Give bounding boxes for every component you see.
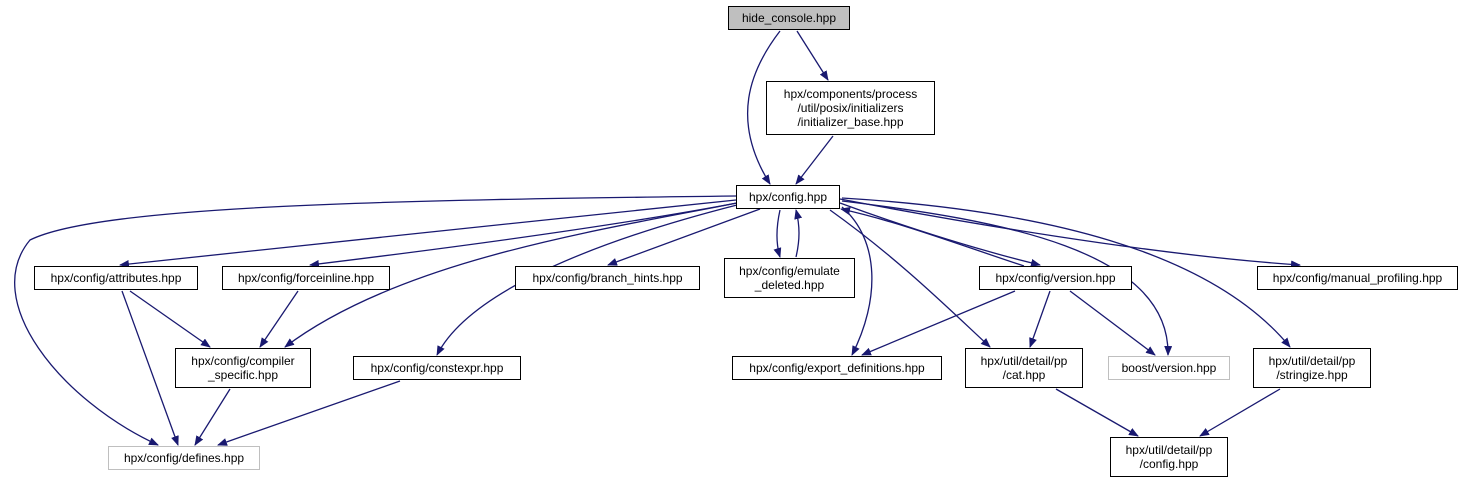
node-version[interactable]: hpx/config/version.hpp	[979, 266, 1132, 290]
edge-config-to-branch_hints	[607, 208, 761, 266]
edge-version-to-cat	[1029, 290, 1051, 348]
node-forceinline[interactable]: hpx/config/forceinline.hpp	[222, 266, 390, 290]
edge-stringize-to-pp_config	[1199, 388, 1281, 437]
node-label-line: hpx/config/branch_hints.hpp	[532, 271, 683, 285]
edge-config-to-manual_profiling	[839, 198, 1301, 269]
node-label-line: hpx/util/detail/pp	[980, 354, 1068, 368]
node-manual-profiling[interactable]: hpx/config/manual_profiling.hpp	[1257, 266, 1458, 290]
node-label-line: hpx/config/emulate	[739, 264, 840, 278]
node-label-line: hpx/config/constexpr.hpp	[370, 361, 504, 375]
node-boost-version[interactable]: boost/version.hpp	[1108, 356, 1230, 380]
node-label-line: /config.hpp	[1139, 457, 1199, 471]
node-label-line: boost/version.hpp	[1121, 361, 1217, 375]
node-export-definitions[interactable]: hpx/config/export_definitions.hpp	[732, 356, 942, 380]
node-label-line: _specific.hpp	[207, 368, 279, 382]
edge-config-to-export_definitions	[841, 206, 873, 356]
edge-config-to-compiler_specific	[284, 202, 738, 348]
node-label-line: /cat.hpp	[1002, 368, 1046, 382]
edge-config-to-boost_version	[841, 200, 1173, 356]
node-label-line: /util/posix/initializers	[797, 101, 904, 115]
node-pp-config[interactable]: hpx/util/detail/pp /config.hpp	[1110, 437, 1228, 477]
edge-constexpr-to-defines	[217, 380, 401, 446]
node-label-line: hpx/config/defines.hpp	[123, 451, 245, 465]
node-branch-hints[interactable]: hpx/config/branch_hints.hpp	[515, 266, 700, 290]
edge-config-to-forceinline	[309, 202, 738, 268]
edge-cat-to-pp_config	[1055, 388, 1139, 437]
edge-config-to-cat	[829, 209, 991, 348]
node-label-line: hpx/config/manual_profiling.hpp	[1272, 271, 1443, 285]
node-label-line: hpx/config/version.hpp	[995, 271, 1116, 285]
node-defines[interactable]: hpx/config/defines.hpp	[108, 446, 260, 470]
edge-forceinline-to-compiler_specific	[259, 290, 299, 348]
edge-config-to-attributes	[119, 199, 737, 268]
node-label-line: /initializer_base.hpp	[797, 115, 904, 129]
edge-hide_console-to-config	[747, 30, 781, 185]
node-label-line: hpx/config/attributes.hpp	[50, 271, 182, 285]
edge-emulate_deleted-to-config	[794, 209, 803, 258]
node-stringize[interactable]: hpx/util/detail/pp /stringize.hpp	[1253, 348, 1371, 388]
node-attributes[interactable]: hpx/config/attributes.hpp	[34, 266, 198, 290]
node-label-line: hpx/config/export_definitions.hpp	[749, 361, 925, 375]
node-cat[interactable]: hpx/util/detail/pp /cat.hpp	[965, 348, 1083, 388]
node-hide-console[interactable]: hide_console.hpp	[728, 6, 850, 30]
node-label-line: hpx/components/process	[783, 87, 918, 101]
node-label-line: hide_console.hpp	[741, 11, 837, 25]
edge-compiler_specific-to-defines	[194, 388, 231, 446]
edge-attributes-to-defines	[121, 290, 179, 446]
edge-hide_console-to-initializer_base	[796, 30, 829, 81]
edge-version-to-boost_version	[1069, 290, 1156, 356]
node-label-line: hpx/config.hpp	[748, 190, 828, 204]
edge-config-to-stringize	[841, 197, 1291, 348]
node-label-line: hpx/config/forceinline.hpp	[237, 271, 375, 285]
edge-initializer_base-to-config	[795, 135, 834, 185]
node-compiler-specific[interactable]: hpx/config/compiler _specific.hpp	[175, 348, 311, 388]
node-label-line: _deleted.hpp	[754, 278, 825, 292]
edge-version-to-export_definitions	[861, 290, 1016, 356]
node-label-line: hpx/util/detail/pp	[1125, 443, 1213, 457]
edge-version-to-config	[840, 207, 1025, 267]
node-config[interactable]: hpx/config.hpp	[736, 185, 840, 209]
node-constexpr[interactable]: hpx/config/constexpr.hpp	[353, 356, 521, 380]
node-label-line: /stringize.hpp	[1276, 368, 1348, 382]
node-label-line: hpx/util/detail/pp	[1268, 354, 1356, 368]
edge-attributes-to-compiler_specific	[129, 290, 211, 348]
edge-config-to-defines	[14, 195, 737, 446]
node-emulate-deleted[interactable]: hpx/config/emulate _deleted.hpp	[724, 258, 855, 298]
edge-config-to-emulate_deleted	[773, 209, 782, 258]
node-label-line: hpx/config/compiler	[191, 354, 295, 368]
node-initializer-base[interactable]: hpx/components/process /util/posix/initi…	[766, 81, 935, 135]
